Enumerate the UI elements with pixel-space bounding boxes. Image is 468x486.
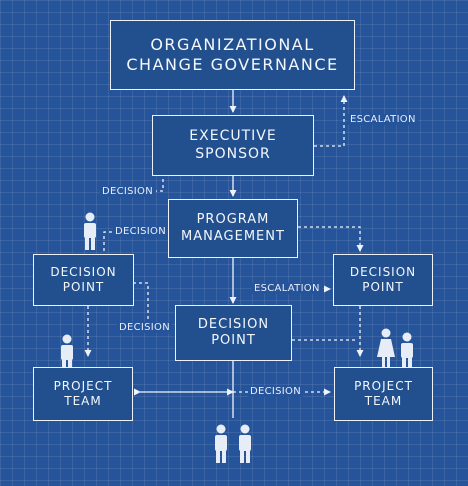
escalation-executive-to-title: [314, 95, 348, 147]
escalation-top-label: ESCALATION: [348, 114, 418, 125]
decision-executive-label: DECISION: [100, 186, 155, 197]
decision-bottom-label: DECISION: [248, 386, 303, 397]
decision-center-line1: DECISION: [197, 316, 270, 332]
person-icon: [377, 328, 395, 368]
decision-right-line1: DECISION: [349, 265, 417, 279]
decision-left-line2: POINT: [62, 280, 105, 294]
project-left-line1: PROJECT: [53, 379, 113, 393]
person-icon: [215, 424, 227, 463]
executive-line2: SPONSOR: [195, 145, 271, 162]
project-right-line2: TEAM: [364, 394, 403, 408]
person-icon: [401, 332, 413, 369]
program-to-decision-right: [298, 226, 364, 252]
decision-mid-left-label: DECISION: [117, 322, 172, 333]
program-line1: PROGRAM: [196, 212, 270, 228]
decision-right-line2: POINT: [362, 280, 404, 294]
project-right-line1: PROJECT: [354, 379, 413, 393]
decision-left-person-label: DECISION: [113, 226, 168, 237]
title-line2: CHANGE GOVERNANCE: [126, 55, 339, 74]
person-icon: [84, 212, 96, 250]
title-line1: ORGANIZATIONAL: [150, 35, 315, 54]
decision-executive-dash: [156, 179, 164, 192]
decision-center-line2: POINT: [211, 333, 256, 348]
escalation-mid-label: ESCALATION: [252, 283, 322, 294]
program-line2: MANAGEMENT: [181, 228, 285, 244]
decision-left-line1: DECISION: [50, 265, 117, 279]
decision-person-to-left-point: [103, 231, 112, 253]
executive-line1: EXECUTIVE: [189, 128, 277, 144]
person-icon: [61, 334, 73, 372]
person-icon: [239, 424, 251, 463]
project-left-line2: TEAM: [64, 394, 102, 408]
